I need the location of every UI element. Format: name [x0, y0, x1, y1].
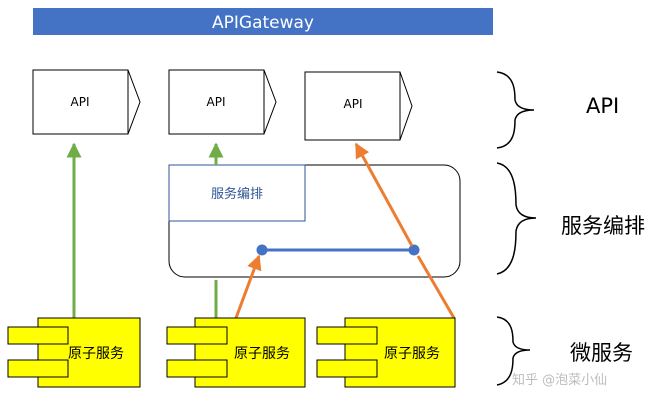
watermark: 知乎 @泡菜小仙: [512, 372, 607, 388]
brace-api: [496, 71, 535, 149]
orange-line-right: [416, 255, 456, 319]
atomic-service-3: 原子服务: [316, 317, 456, 388]
api-box-1: API: [32, 69, 141, 135]
side-label-microservice: 微服务: [570, 341, 633, 365]
api-box-label: API: [344, 97, 363, 111]
side-label-orchestration: 服务编排: [561, 214, 645, 238]
orchestration-label-box: [168, 164, 306, 222]
api-box-2: API: [168, 69, 277, 135]
atomic-service-label: 原子服务: [384, 346, 440, 362]
atomic-service-label: 原子服务: [68, 346, 124, 362]
orchestration-container: 服务编排: [168, 164, 461, 278]
api-gateway-bar: APIGateway: [33, 8, 493, 35]
orange-arrow-2: [354, 142, 414, 247]
api-box-label: API: [71, 95, 90, 109]
atomic-service-label: 原子服务: [234, 346, 290, 362]
atomic-service-1: 原子服务: [7, 317, 141, 388]
brace-microservice: [496, 316, 531, 386]
orchestration-label: 服务编排: [211, 186, 263, 202]
api-gateway-label: APIGateway: [212, 13, 314, 33]
orange-arrow-1: [234, 254, 262, 319]
api-box-label: API: [207, 95, 226, 109]
atomic-service-2: 原子服务: [166, 317, 306, 388]
blue-node-left: [256, 244, 268, 256]
brace-orchestration: [496, 162, 537, 275]
api-box-3: API: [304, 71, 413, 141]
side-label-api: API: [586, 94, 619, 118]
api-gateway-rect: [33, 8, 493, 35]
blue-node-right: [408, 244, 420, 256]
